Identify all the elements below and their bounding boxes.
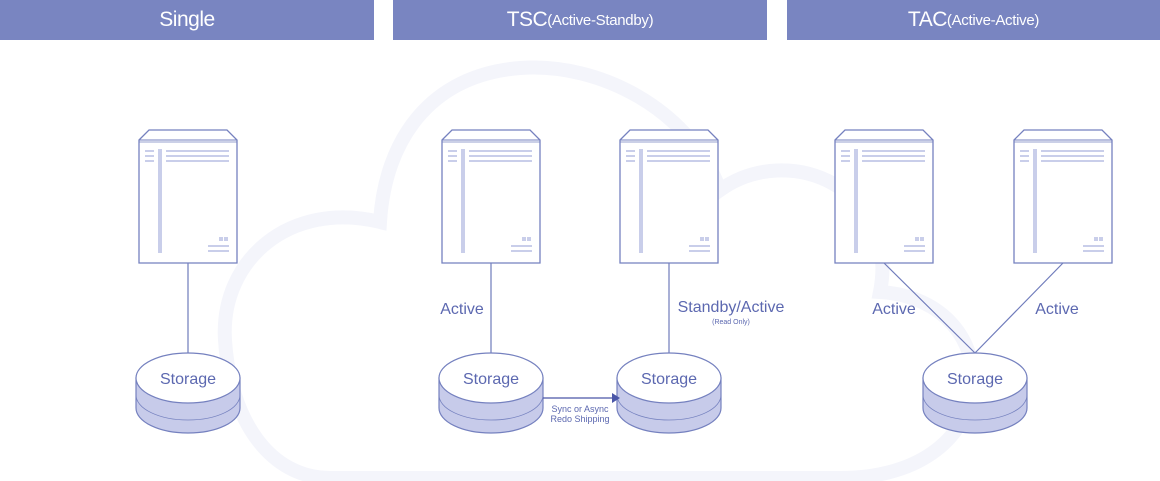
header-tac-subtitle: (Active-Active) — [946, 11, 1040, 29]
header-tac-title: TAC — [907, 8, 947, 31]
server-icon — [1013, 129, 1113, 264]
single-storage-label: Storage — [160, 371, 216, 388]
tac-left-active-label: Active — [872, 301, 916, 318]
tsc-right-storage-label: Storage — [641, 371, 697, 388]
header-single-title: Single — [159, 8, 215, 31]
shipping-label-line1: Sync or Async — [551, 404, 609, 414]
header-tac: TAC(Active-Active) — [787, 0, 1160, 40]
header-tsc-subtitle: (Active-Standby) — [547, 11, 654, 29]
server-icon — [441, 129, 541, 264]
storage-icon — [438, 352, 544, 434]
storage-icon — [922, 352, 1028, 434]
tac-storage-label: Storage — [947, 371, 1003, 388]
tac-left-link-line — [883, 262, 976, 354]
storage-icon — [616, 352, 722, 434]
tsc-read-only-note: (Read Only) — [712, 319, 750, 326]
server-icon — [138, 129, 238, 264]
tac-right-link-line — [974, 262, 1064, 354]
header-single: Single — [0, 0, 374, 40]
tsc-standby-label: Standby/Active — [678, 299, 785, 316]
tsc-active-label: Active — [440, 301, 484, 318]
server-icon — [619, 129, 719, 264]
shipping-label-line2: Redo Shipping — [550, 414, 609, 424]
header-tsc: TSC(Active-Standby) — [393, 0, 767, 40]
server-icon — [834, 129, 934, 264]
storage-icon — [135, 352, 241, 434]
arrow-icon — [612, 393, 620, 403]
cloud-icon — [217, 60, 980, 481]
header-tsc-title: TSC — [506, 8, 548, 31]
tac-right-active-label: Active — [1035, 301, 1079, 318]
tsc-left-storage-label: Storage — [463, 371, 519, 388]
